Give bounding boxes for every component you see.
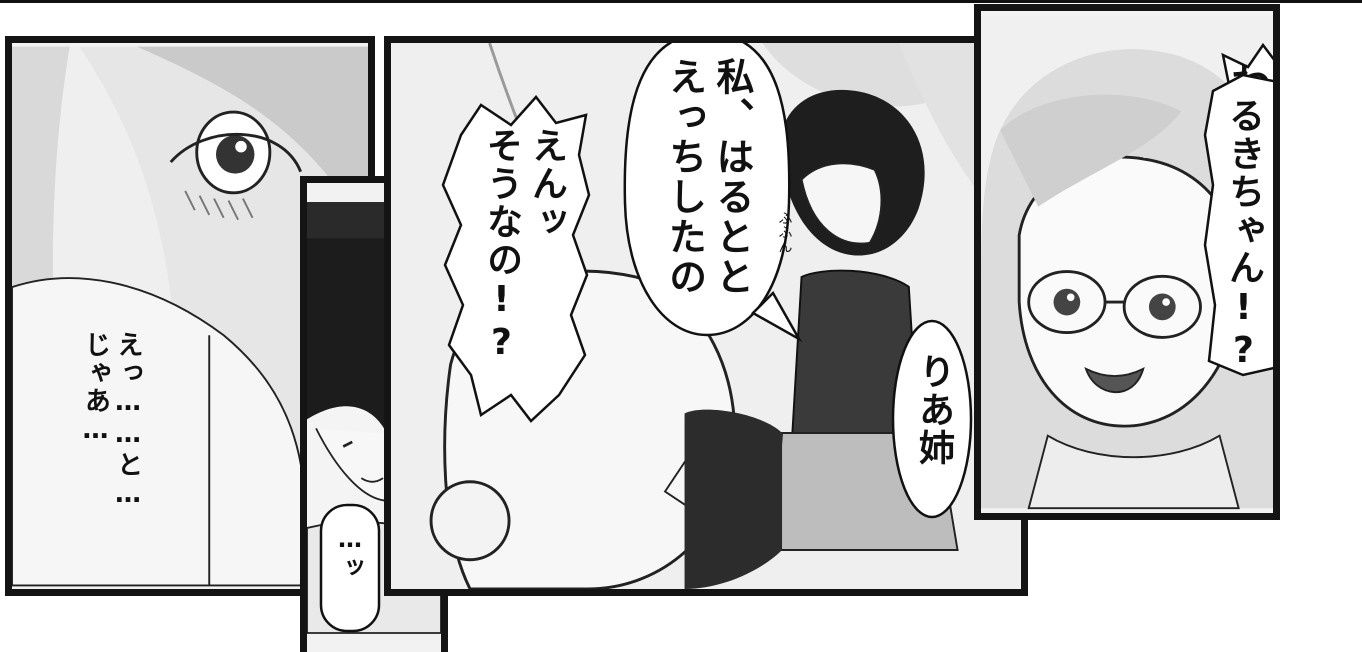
manga-panel-4: わっ るきちゃん!? — [974, 4, 1280, 520]
panel-3-reaction-speech-balloon — [441, 95, 591, 423]
page-top-border — [0, 0, 1362, 3]
speech-line: りあ姉 — [913, 353, 954, 467]
panel-1-speech: えっ……と… じゃあ… — [42, 313, 152, 589]
panel-3-name-speech-text: りあ姉 — [911, 353, 956, 467]
manga-panel-3: 私、はるとと えっちしたの えんッ そうなの!? りあ姉 ふふん — [384, 36, 1028, 596]
panel-4-speech-text: るきちゃん!? — [1221, 97, 1266, 373]
panel-1-speech-text: えっ……と… じゃあ… — [79, 331, 144, 511]
speech-line: じゃあ… — [80, 331, 111, 447]
panel-3-main-speech-balloon — [623, 43, 803, 343]
speech-line: るきちゃん!? — [1223, 97, 1264, 373]
panel-3-main-speech-text: 私、はるとと えっちしたの — [660, 57, 755, 297]
speech-line: 私、はるとと — [710, 57, 754, 297]
panel-2-speech-balloon — [319, 503, 381, 633]
speech-line: えっちしたの — [662, 57, 707, 297]
panel-3-sound-effect: ふふん — [776, 211, 793, 253]
panel-3-reaction-speech: えんッ そうなの!? — [441, 95, 591, 425]
panel-3-name-speech: りあ姉 — [891, 319, 973, 519]
panel-2-speech-text: …ッ — [335, 525, 365, 581]
panel-3-reaction-speech-text: えんッ そうなの!? — [479, 127, 569, 365]
panel-4-speech: るきちゃん!? — [1203, 73, 1273, 377]
panel-2-speech: …ッ — [319, 503, 381, 633]
panel-4-speech-balloon — [1203, 73, 1273, 377]
speech-line: えっ……と… — [113, 331, 143, 511]
speech-line: …ッ — [336, 525, 364, 581]
speech-line: そうなの!? — [481, 127, 522, 365]
speech-line: えんッ — [526, 127, 567, 241]
panel-3-name-speech-balloon — [891, 319, 973, 519]
panel-3-main-speech: 私、はるとと えっちしたの — [623, 43, 803, 343]
